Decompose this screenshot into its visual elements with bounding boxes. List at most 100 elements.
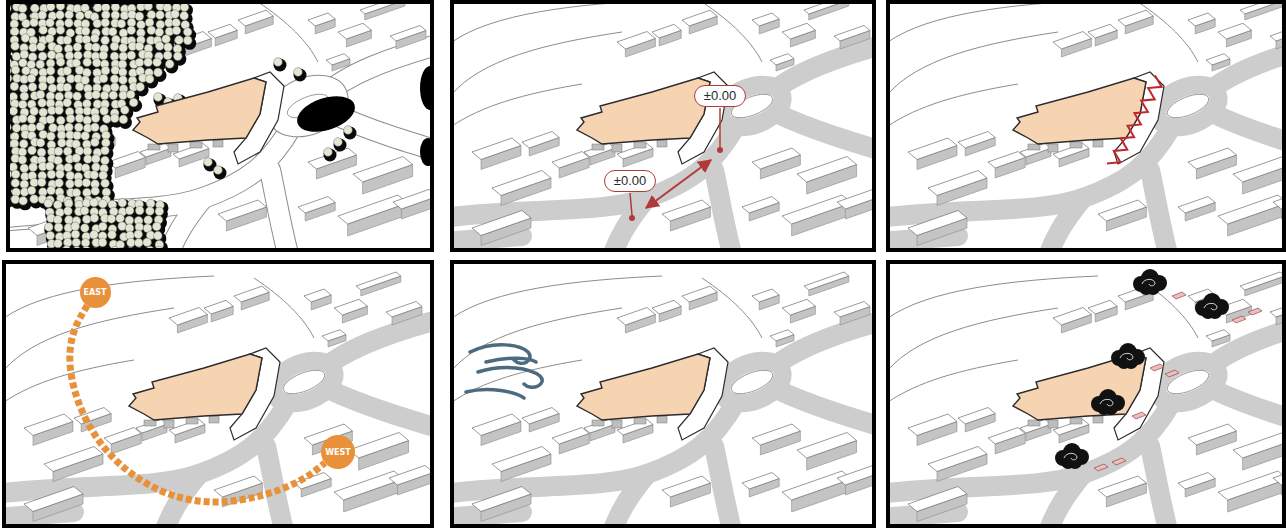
building-roof (1020, 143, 1051, 157)
road (1214, 390, 1284, 430)
road (330, 390, 432, 430)
tree (55, 179, 64, 188)
tree (144, 58, 153, 67)
smoke-puff (1061, 455, 1075, 469)
tree (135, 42, 144, 51)
tree (111, 11, 120, 20)
building-roof (1270, 26, 1284, 42)
tree (55, 92, 64, 101)
tree (19, 140, 28, 149)
tree (29, 43, 38, 52)
tree (163, 51, 172, 60)
building-roof (1270, 302, 1284, 318)
leader-line (630, 193, 632, 215)
tree (93, 19, 102, 28)
tree (27, 186, 36, 195)
building-roof (1218, 471, 1284, 500)
tree (71, 230, 80, 239)
building-roof (770, 54, 794, 65)
tree (27, 115, 36, 124)
tree (82, 178, 91, 187)
tree (119, 76, 128, 85)
tree (324, 148, 333, 157)
tree (30, 4, 39, 13)
panel (442, 262, 892, 528)
tree (153, 58, 162, 67)
site-shadow (1028, 144, 1040, 150)
tree (20, 50, 29, 59)
site-shadow (1048, 144, 1058, 152)
site-shadow (209, 416, 219, 423)
building-roof (908, 414, 957, 436)
tree (47, 170, 56, 179)
building-roof (356, 272, 401, 290)
tree (111, 3, 120, 12)
level-label: ±0.00 (614, 173, 646, 189)
tree (66, 114, 75, 123)
wind-stroke (486, 358, 536, 362)
tree (56, 58, 65, 67)
tree (46, 231, 55, 240)
tree (73, 92, 82, 101)
tree (20, 84, 29, 93)
tree (155, 207, 164, 216)
tree (64, 163, 73, 172)
car (1248, 308, 1262, 315)
tree (165, 60, 174, 69)
tree (143, 238, 152, 247)
tree (98, 238, 107, 247)
panel (442, 0, 892, 262)
tree (39, 82, 48, 91)
tree (92, 90, 101, 99)
tree (90, 214, 99, 223)
site-shadow (144, 420, 156, 426)
tree (76, 11, 85, 20)
panel (0, 262, 444, 528)
tree (154, 93, 163, 102)
tree (84, 155, 93, 164)
tree (90, 34, 99, 43)
tree (102, 115, 111, 124)
building-roof (24, 487, 83, 512)
building-roof (908, 211, 967, 236)
building-roof (218, 200, 266, 221)
tree (28, 53, 37, 62)
building-roof (752, 13, 779, 26)
tree (101, 179, 110, 188)
tree (180, 11, 189, 20)
tree (37, 42, 46, 51)
tree (99, 171, 108, 180)
site-shadow (1093, 416, 1103, 423)
tree (38, 52, 47, 61)
project-site (1013, 354, 1146, 420)
panel (0, 0, 448, 262)
tree (18, 100, 27, 109)
tree (135, 58, 144, 67)
tree (100, 107, 109, 116)
tree (44, 199, 53, 208)
tree (11, 179, 20, 188)
site-shadow (592, 420, 604, 426)
direction-label: EAST (84, 288, 107, 297)
tree (101, 66, 110, 75)
tree (74, 123, 83, 132)
tree (90, 230, 99, 239)
tree (55, 106, 64, 115)
tree (111, 66, 120, 75)
building-roof (1178, 473, 1215, 490)
tree (75, 82, 84, 91)
tree (83, 107, 92, 116)
tree (91, 123, 100, 132)
building-roof (1053, 308, 1091, 326)
panel-frame (888, 262, 1284, 526)
building-roof (390, 26, 426, 42)
site-shadow (190, 142, 202, 148)
building-roof (652, 300, 681, 314)
building-roof (334, 299, 367, 315)
tree (99, 51, 108, 60)
tree-shadow (183, 37, 196, 50)
tree (90, 171, 99, 180)
smoke-puff (1097, 401, 1111, 415)
tree (91, 114, 100, 123)
